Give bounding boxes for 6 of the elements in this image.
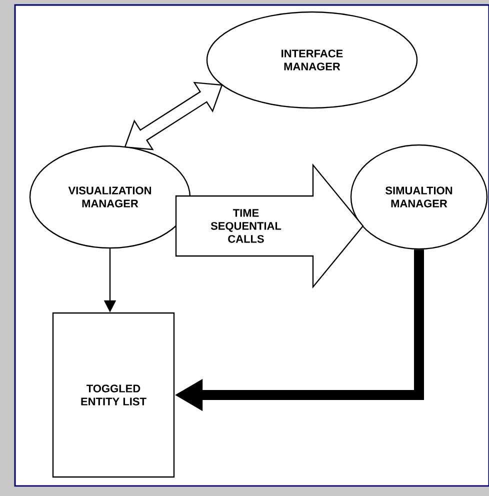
- ellipse-node: SIMUALTION MANAGER: [350, 144, 488, 250]
- ellipse-node: VISUALIZATION MANAGER: [29, 145, 191, 249]
- ellipse-node: INTERFACE MANAGER: [206, 11, 418, 109]
- list-box: TOGGLED ENTITY LIST: [52, 312, 175, 478]
- arrow: [124, 82, 223, 150]
- edge-label: TIME SEQUENTIAL CALLS: [205, 208, 287, 244]
